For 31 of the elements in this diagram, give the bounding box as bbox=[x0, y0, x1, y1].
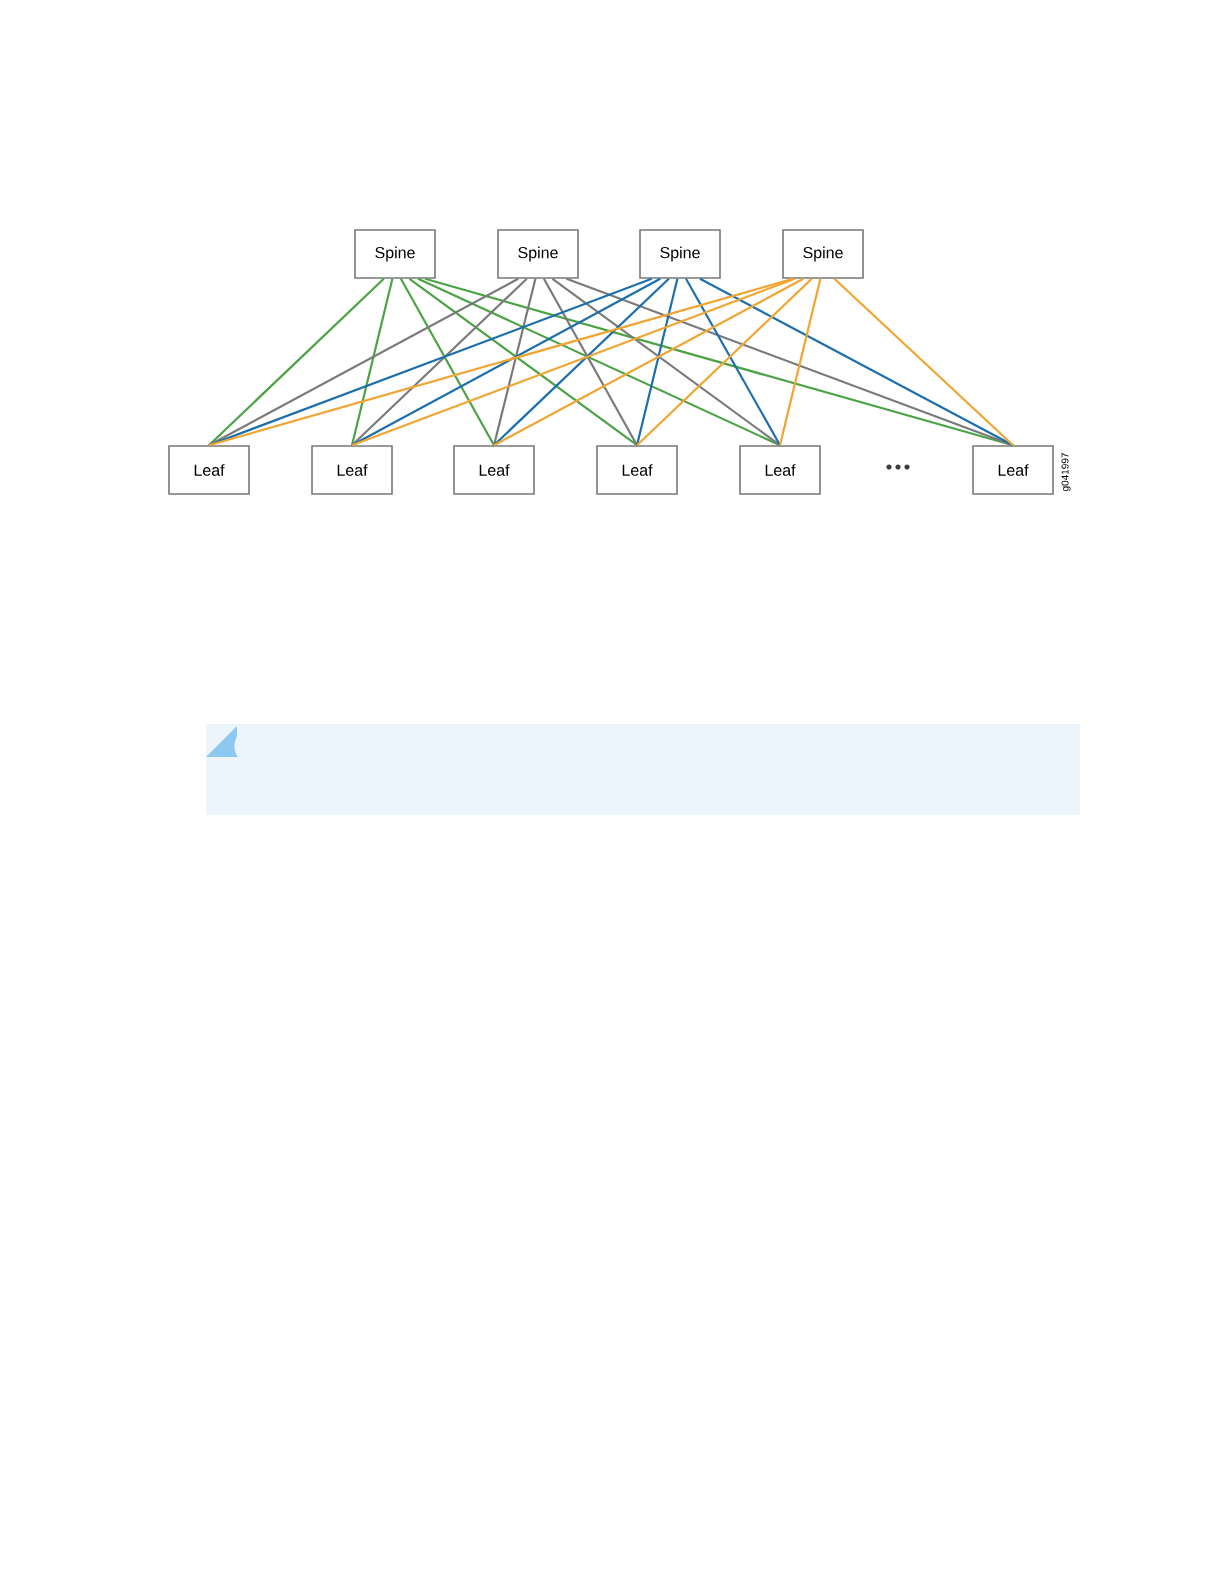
link-line bbox=[351, 277, 796, 447]
leaf-box: Leaf bbox=[453, 445, 535, 495]
link-line bbox=[778, 278, 822, 446]
link-line bbox=[636, 278, 813, 446]
link-line bbox=[493, 277, 804, 447]
leaf-box: Leaf bbox=[596, 445, 678, 495]
spine-box: Spine bbox=[782, 229, 864, 279]
spine-box: Spine bbox=[639, 229, 721, 279]
leaf-box: Leaf bbox=[739, 445, 821, 495]
link-line bbox=[399, 278, 495, 446]
spine-box: Spine bbox=[497, 229, 579, 279]
link-line bbox=[417, 277, 781, 447]
link-line bbox=[208, 278, 385, 446]
link-line bbox=[542, 278, 638, 446]
link-line bbox=[350, 278, 394, 446]
link-line bbox=[208, 277, 794, 447]
link-line bbox=[635, 278, 679, 446]
link-line bbox=[833, 278, 1014, 446]
link-line bbox=[685, 278, 781, 446]
spine-box: Spine bbox=[354, 229, 436, 279]
link-line bbox=[208, 277, 653, 447]
link-line bbox=[351, 278, 528, 446]
leaf-box: Leaf bbox=[168, 445, 250, 495]
link-line bbox=[551, 277, 781, 447]
link-line bbox=[493, 278, 670, 446]
leaf-box: Leaf bbox=[972, 445, 1054, 495]
link-line bbox=[699, 277, 1014, 447]
link-line bbox=[408, 277, 638, 447]
link-line bbox=[424, 277, 1014, 447]
link-line bbox=[492, 278, 537, 446]
leaf-box: Leaf bbox=[311, 445, 393, 495]
